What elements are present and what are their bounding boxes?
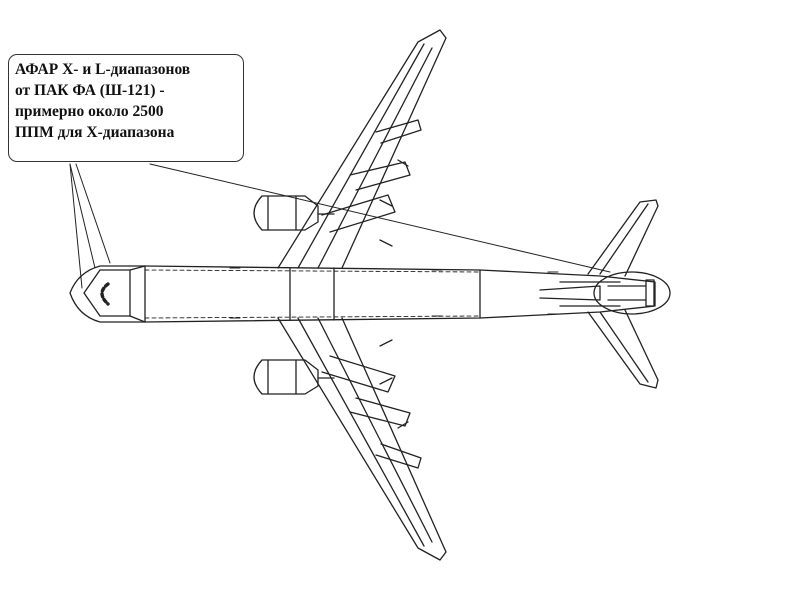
lower-wing xyxy=(277,317,447,561)
fuselage xyxy=(69,265,656,323)
lower-stabilizer xyxy=(587,309,659,389)
callout-line-3: примерно около 2500 xyxy=(15,103,164,120)
tail-radar xyxy=(593,271,671,315)
leader-lines xyxy=(69,163,611,289)
panel-marks xyxy=(229,267,559,319)
upper-wing xyxy=(277,29,447,269)
lower-engine xyxy=(253,359,335,395)
upper-stabilizer xyxy=(587,199,659,277)
annotation-callout: АФАР Х- и L-диапазонов от ПАК ФА (Ш-121)… xyxy=(8,54,244,162)
nose-radar xyxy=(83,265,146,323)
callout-line-1: АФАР Х- и L-диапазонов xyxy=(15,61,191,78)
callout-line-2: от ПАК ФА (Ш-121) - xyxy=(15,82,165,99)
upper-engine xyxy=(253,195,335,231)
callout-line-4: ППМ для Х-диапазона xyxy=(15,124,175,141)
